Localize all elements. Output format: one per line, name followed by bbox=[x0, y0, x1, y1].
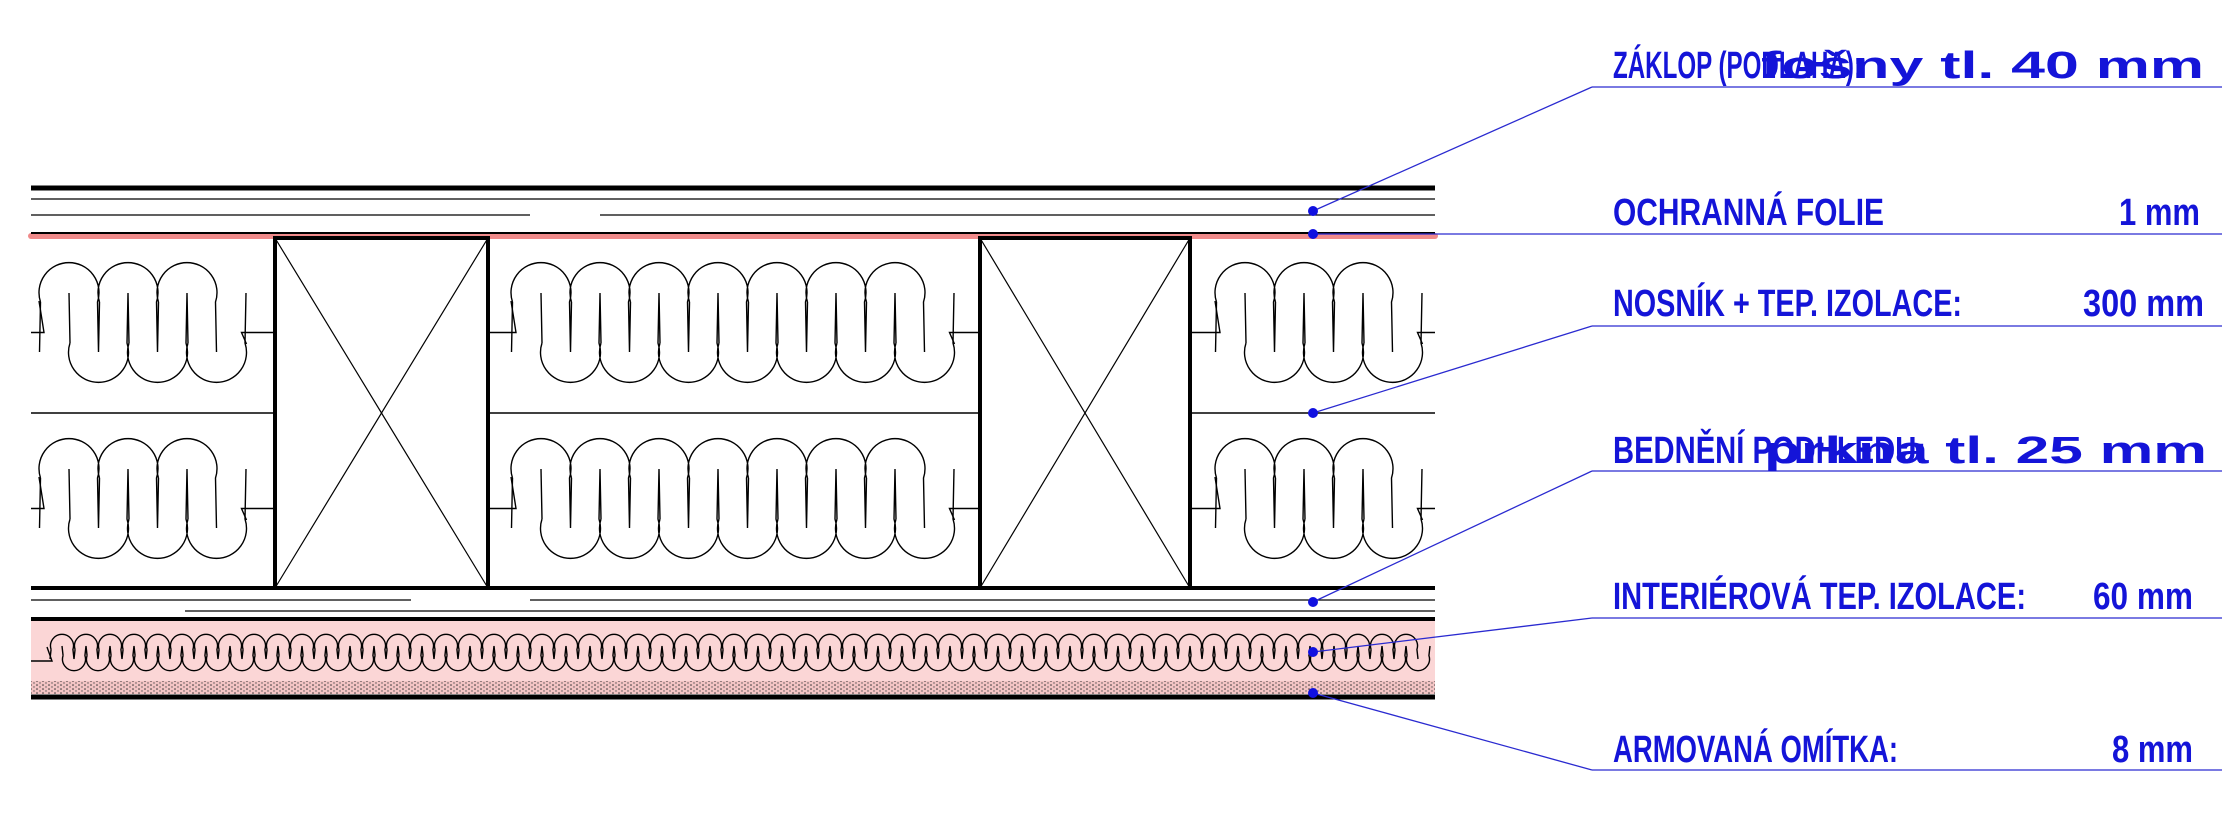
leader-dot bbox=[1308, 206, 1318, 216]
insulation-loops bbox=[38, 262, 248, 383]
leaders bbox=[1308, 86, 2222, 771]
insulation-hook bbox=[1190, 476, 1221, 510]
insulation-loops bbox=[510, 262, 956, 383]
insulation-hook bbox=[31, 476, 45, 510]
layer-value-foil: 1 mm bbox=[2119, 192, 2200, 234]
insulation-loops bbox=[1214, 262, 1424, 383]
insulation-hook bbox=[948, 331, 980, 345]
insulation-hook bbox=[488, 300, 517, 334]
insulation-loops bbox=[510, 438, 956, 559]
leader-line bbox=[1312, 617, 1593, 653]
layer-name-interior-insulation: INTERIÉROVÁ TEP. IZOLACE: bbox=[1613, 574, 2026, 618]
ceiling-boarding-layer bbox=[31, 586, 1435, 612]
leader-line bbox=[1312, 470, 1593, 603]
leader-line bbox=[1312, 325, 1593, 414]
layer-labels: ZÁKLOP (PODLAHA): fošny tl. 40 mm OCHRAN… bbox=[1613, 43, 2207, 771]
insulation-hook bbox=[1190, 300, 1221, 334]
layer-value-joist-insulation: 300 mm bbox=[2083, 283, 2204, 325]
insulation-loops bbox=[1214, 438, 1424, 559]
leader-dot bbox=[1308, 647, 1318, 657]
leader-dot bbox=[1308, 229, 1318, 239]
layer-value-plaster: 8 mm bbox=[2112, 729, 2193, 771]
insulation-hook bbox=[1416, 331, 1435, 345]
leader-dot bbox=[1308, 688, 1318, 698]
insulation-hook bbox=[240, 331, 275, 345]
plaster-fill bbox=[31, 681, 1435, 694]
joist-cross-line bbox=[979, 237, 1191, 589]
layer-value-floor-boards: fošny tl. 40 mm bbox=[1761, 45, 2204, 87]
interior-insulation-layer bbox=[31, 617, 1435, 681]
layer-name-joist-insulation: NOSNÍK + TEP. IZOLACE: bbox=[1613, 281, 1962, 325]
insulation-hook bbox=[488, 476, 517, 510]
layer-name-foil: OCHRANNÁ FOLIE bbox=[1613, 190, 1884, 234]
insulation-hook bbox=[1416, 507, 1435, 521]
layer-name-plaster: ARMOVANÁ OMÍTKA: bbox=[1613, 727, 1898, 771]
insulation-loops bbox=[38, 438, 248, 559]
plaster-layer bbox=[31, 681, 1435, 700]
insulation-hook bbox=[948, 507, 980, 521]
joist-cross-line bbox=[274, 237, 489, 589]
layer-value-ceiling-boarding: prkna tl. 25 mm bbox=[1764, 430, 2207, 472]
layer-name-floor-boards: ZÁKLOP (PODLAHA): bbox=[1613, 43, 1862, 87]
joists-insulation-layer bbox=[31, 236, 1435, 590]
layer-name-ceiling-boarding: BEDNĚNÍ PODHLEDU: bbox=[1613, 428, 1926, 472]
leader-line bbox=[1312, 86, 1593, 212]
layer-value-interior-insulation: 60 mm bbox=[2093, 576, 2193, 618]
insulation-hook bbox=[31, 300, 45, 334]
leader-dot bbox=[1308, 408, 1318, 418]
leader-line bbox=[1312, 692, 1593, 771]
floor-boards-layer bbox=[31, 185, 1435, 216]
leader-dot bbox=[1308, 597, 1318, 607]
insulation-loops bbox=[49, 633, 1431, 672]
protective-foil-layer bbox=[28, 232, 1438, 239]
insulation-hook bbox=[31, 646, 53, 662]
insulation-hook bbox=[240, 507, 275, 521]
